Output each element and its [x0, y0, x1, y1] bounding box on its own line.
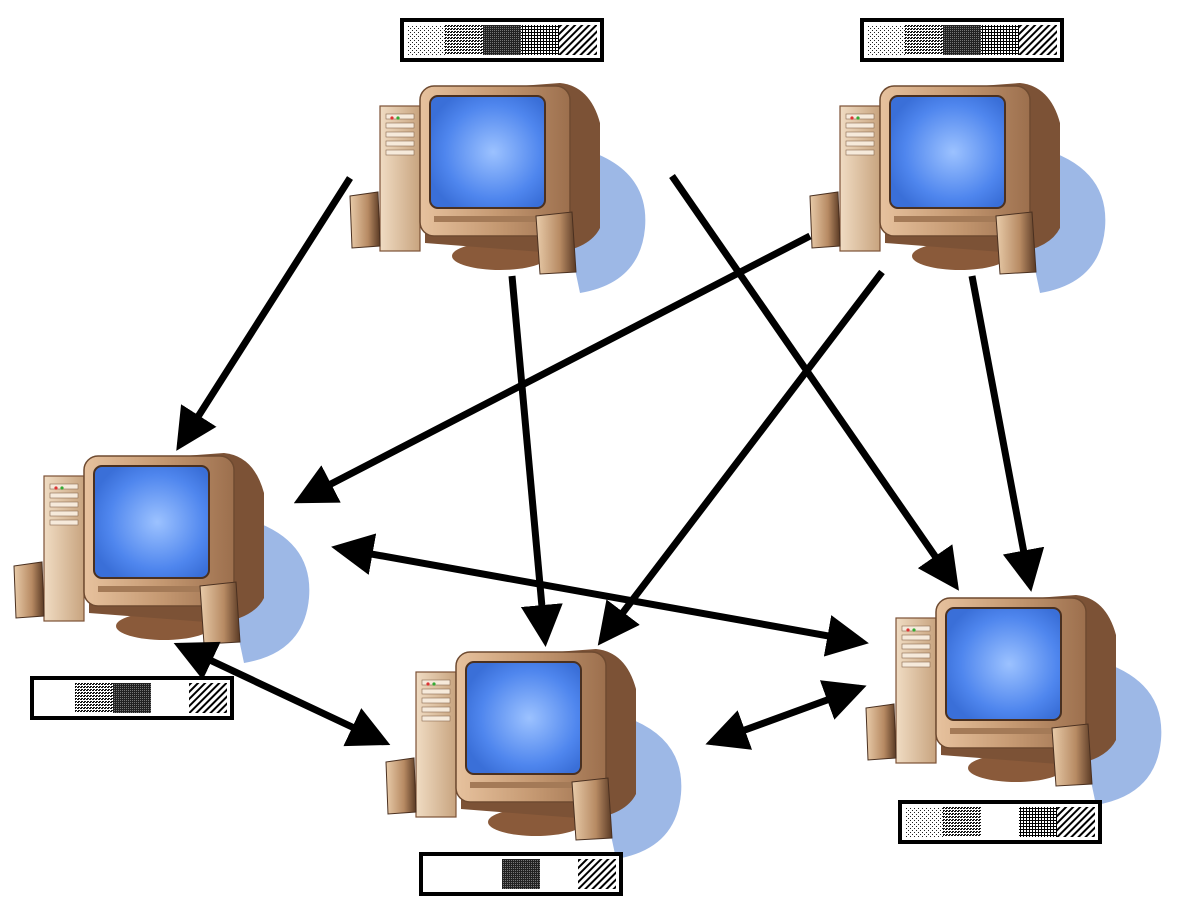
drive-bay: [421, 688, 451, 695]
chunk-bar-right: [898, 800, 1102, 844]
drive-bay: [385, 131, 415, 138]
chunk-bar-top-center: [400, 18, 604, 62]
computer-top-right: [809, 83, 1106, 293]
right-speaker: [1051, 723, 1093, 787]
drive-bay: [385, 149, 415, 156]
drive-bay: [901, 625, 931, 632]
drive-bay: [901, 634, 931, 641]
power-led: [54, 486, 58, 490]
drive-bay: [421, 679, 451, 686]
chunk-bar-left: [30, 676, 234, 720]
hdd-led: [396, 116, 400, 120]
drive-bay: [49, 510, 79, 517]
chunk-bar-bottom-center: [419, 852, 623, 896]
drive-bay: [385, 113, 415, 120]
left-speaker: [349, 191, 381, 249]
bezel-controls: [98, 586, 208, 592]
computer-left: [13, 453, 310, 663]
drive-bay: [49, 483, 79, 490]
bezel-controls: [950, 728, 1060, 734]
chunk-hatch: [578, 859, 616, 889]
computer-right: [865, 595, 1162, 805]
chunk-dots-light: [905, 807, 943, 837]
edge-left-to-bottom-center: [173, 641, 391, 747]
drive-bay: [385, 122, 415, 129]
monitor-screen: [93, 465, 210, 579]
chunk-dots-dark: [75, 683, 113, 713]
hdd-led: [432, 682, 436, 686]
drive-bay: [845, 131, 875, 138]
power-led: [850, 116, 854, 120]
edge-top-center-to-left: [176, 176, 353, 451]
edge-top-right-to-left: [293, 232, 812, 504]
chunk-dots-light: [867, 25, 905, 55]
drive-bay: [845, 140, 875, 147]
power-led: [426, 682, 430, 686]
chunk-solid-dark: [483, 25, 521, 55]
right-speaker: [571, 777, 613, 841]
left-speaker: [809, 191, 841, 249]
drive-bay: [845, 122, 875, 129]
tower-case: [839, 105, 881, 252]
chunk-solid-dark: [943, 25, 981, 55]
chunk-hatch: [1019, 25, 1057, 55]
drive-bay: [49, 519, 79, 526]
right-speaker: [995, 211, 1037, 275]
bezel-controls: [434, 216, 544, 222]
left-speaker: [13, 561, 45, 619]
chunk-solid-dark: [502, 859, 540, 889]
computer-top-center: [349, 83, 646, 293]
drive-bay: [49, 492, 79, 499]
edge-left-to-right: [331, 533, 869, 657]
chunk-hatch: [189, 683, 227, 713]
edge-top-center-to-right: [669, 174, 959, 591]
chunk-dots-light: [407, 25, 445, 55]
chunk-hatch: [1057, 807, 1095, 837]
chunk-bar-top-right: [860, 18, 1064, 62]
chunk-grid: [1019, 807, 1057, 837]
computer-bottom-center: [385, 649, 682, 859]
drive-bay: [421, 706, 451, 713]
bezel-controls: [894, 216, 1004, 222]
power-led: [906, 628, 910, 632]
tower-case: [379, 105, 421, 252]
chunk-hatch: [559, 25, 597, 55]
left-speaker: [385, 757, 417, 815]
drive-bay: [385, 140, 415, 147]
chunk-dots-dark: [445, 25, 483, 55]
drive-bay: [421, 715, 451, 722]
drive-bay: [49, 501, 79, 508]
drive-bay: [421, 697, 451, 704]
hdd-led: [912, 628, 916, 632]
monitor-screen: [465, 661, 582, 775]
chunk-grid: [521, 25, 559, 55]
monitor-screen: [889, 95, 1006, 209]
chunk-solid-dark: [113, 683, 151, 713]
drive-bay: [901, 643, 931, 650]
edge-bottom-center-to-right: [705, 680, 867, 750]
drive-bay: [901, 661, 931, 668]
edge-top-right-to-bottom-center: [597, 269, 885, 646]
tower-case: [415, 671, 457, 818]
chunk-dots-dark: [905, 25, 943, 55]
monitor-screen: [945, 607, 1062, 721]
edge-top-right-to-right: [968, 275, 1045, 592]
drive-bay: [901, 652, 931, 659]
hdd-led: [60, 486, 64, 490]
right-speaker: [535, 211, 577, 275]
hdd-led: [856, 116, 860, 120]
left-speaker: [865, 703, 897, 761]
chunk-dots-dark: [943, 807, 981, 837]
drive-bay: [845, 113, 875, 120]
monitor-screen: [429, 95, 546, 209]
tower-case: [43, 475, 85, 622]
drive-bay: [845, 149, 875, 156]
chunk-grid: [981, 25, 1019, 55]
right-speaker: [199, 581, 241, 645]
power-led: [390, 116, 394, 120]
bezel-controls: [470, 782, 580, 788]
